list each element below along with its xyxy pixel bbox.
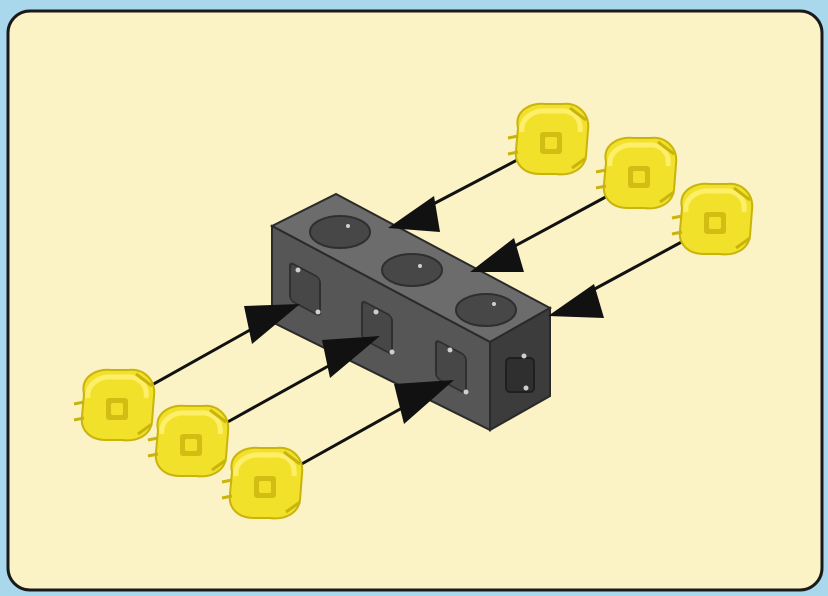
- insert-line: [298, 408, 402, 466]
- peg-lower-3: [222, 380, 454, 518]
- peg-connector-icon: [148, 406, 228, 477]
- insert-line: [224, 364, 332, 424]
- insert-arrow-icon: [470, 238, 524, 272]
- peg-connector-icon: [222, 448, 302, 519]
- peg-connector-icon: [74, 370, 154, 441]
- insert-arrow-icon: [388, 196, 440, 232]
- insert-line: [150, 330, 250, 386]
- peg-connector-icon: [672, 184, 752, 255]
- peg-connector-icon: [508, 104, 588, 175]
- peg-connector-icon: [596, 138, 676, 209]
- peg-upper-1: [388, 104, 588, 232]
